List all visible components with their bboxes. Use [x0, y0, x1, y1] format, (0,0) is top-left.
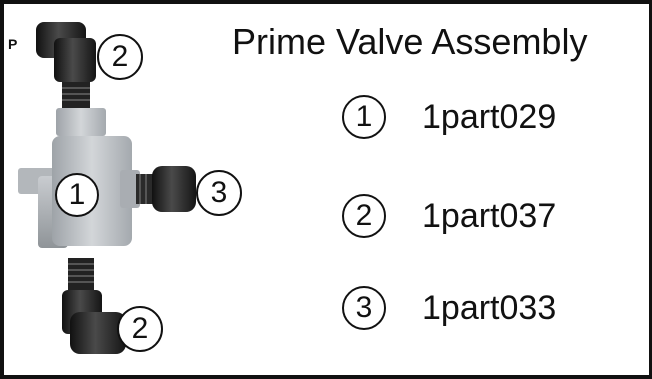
part-row-1: 1 1part029 [342, 95, 556, 139]
callout-top-elbow: 2 [97, 34, 143, 80]
part-number-circle: 3 [342, 286, 386, 330]
callout-bottom-elbow: 2 [117, 306, 163, 352]
page-title: Prime Valve Assembly [232, 21, 588, 62]
part-number-text: 1part033 [422, 288, 557, 327]
part-number-text: 1part037 [422, 196, 557, 235]
side-fitting [136, 166, 196, 212]
part-row-3: 3 1part033 [342, 286, 556, 330]
bottom-elbow-fitting [62, 258, 126, 354]
part-number-text: 1part029 [422, 97, 557, 136]
part-row-2: 2 1part037 [342, 194, 556, 238]
callout-valve: 1 [55, 173, 99, 217]
callout-side-fitting: 3 [196, 170, 242, 216]
part-number-circle: 1 [342, 95, 386, 139]
clipped-label: P [8, 36, 18, 52]
valve-assembly-illustration [18, 22, 196, 354]
top-elbow-fitting [36, 22, 96, 108]
part-number-circle: 2 [342, 194, 386, 238]
